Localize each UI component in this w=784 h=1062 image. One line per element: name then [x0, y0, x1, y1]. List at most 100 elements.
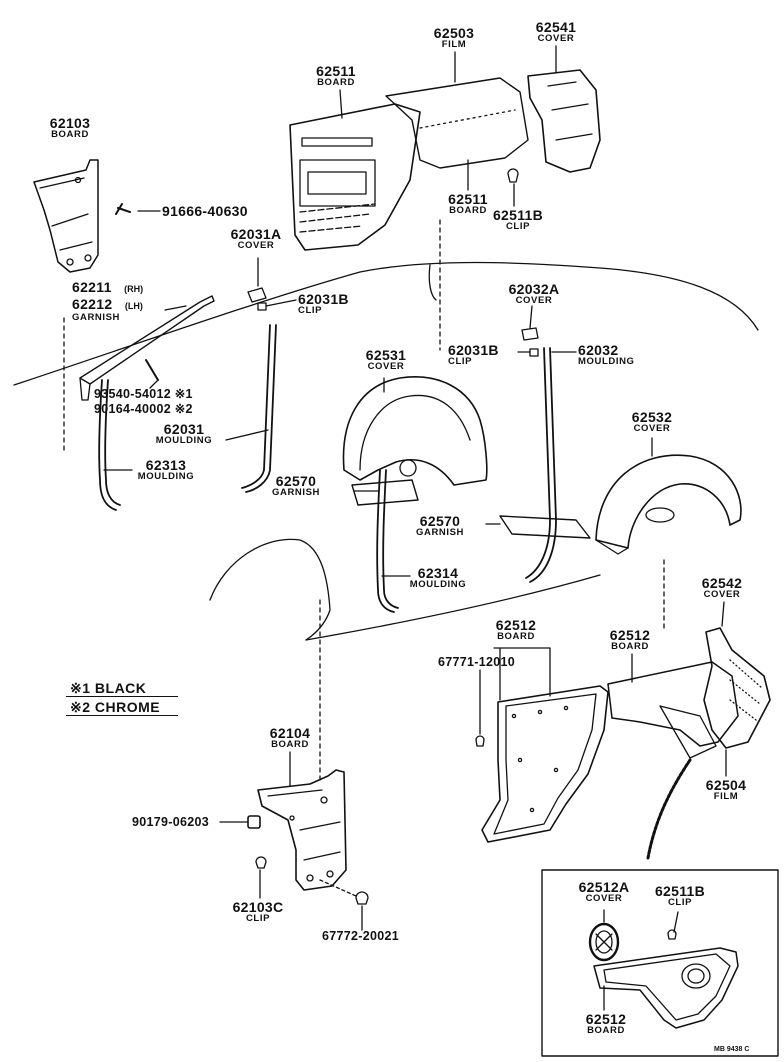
part-62104-board	[257, 769, 347, 891]
part-number: 62542	[701, 575, 743, 591]
part-name: CLIP	[245, 913, 271, 924]
label-91666: 91666-40630	[162, 203, 248, 219]
part-name: COVER	[703, 589, 741, 600]
part-62314-moulding	[376, 469, 399, 613]
label-62511B-top: 62511B CLIP	[493, 208, 543, 232]
label-62104: 62104 BOARD	[270, 726, 310, 750]
part-number: 62031B	[448, 342, 499, 358]
part-number: 62103	[49, 115, 91, 131]
part-name: GARNISH	[271, 487, 321, 498]
part-62032A-cover	[521, 327, 539, 341]
part-name: CLIP	[505, 221, 531, 232]
part-67771-clip	[475, 735, 485, 747]
part-name: BOARD	[611, 641, 649, 652]
part-name: FILM	[713, 791, 739, 802]
screw-91666	[115, 203, 131, 215]
label-62512-b: 62512 BOARD	[610, 628, 650, 652]
part-name: BOARD	[271, 739, 309, 750]
part-number: 62511B	[492, 207, 544, 223]
part-number: 62103C	[232, 899, 284, 915]
part-90179-nut	[247, 815, 261, 829]
part-name: COVER	[585, 893, 623, 904]
part-62541-cover	[527, 69, 601, 173]
part-name: GARNISH	[415, 527, 465, 538]
part-name: BOARD	[449, 205, 487, 216]
label-62541: 62541 COVER	[536, 20, 576, 44]
part-62512A-cover	[588, 922, 620, 962]
part-62570-garnish-left	[351, 479, 419, 506]
label-62512-inset: 62512 BOARD	[586, 1012, 626, 1036]
label-62212: 62212 (LH) GARNISH	[72, 297, 143, 323]
part-number: 62031	[163, 421, 205, 437]
part-62503-film	[385, 77, 529, 169]
label-62313: 62313 MOULDING	[138, 458, 195, 482]
leader-93540	[149, 379, 159, 389]
label-62031A: 62031A COVER	[231, 227, 282, 251]
label-67772: 67772-20021	[322, 929, 399, 943]
part-62211-garnish	[79, 295, 215, 401]
label-62103: 62103 BOARD	[50, 116, 90, 140]
label-62511-top: 62511 BOARD	[316, 64, 356, 88]
label-62031B-right: 62031B CLIP	[448, 343, 499, 367]
part-number: 62570	[419, 513, 461, 529]
label-62032: 62032 MOULDING	[578, 343, 635, 367]
dash-67772	[319, 879, 357, 897]
label-62511B-inset: 62511B CLIP	[655, 884, 705, 908]
part-62542-cover	[703, 627, 771, 749]
label-62031B-left: 62031B CLIP	[298, 292, 349, 316]
part-number: 62031B	[298, 291, 349, 307]
label-62211: 62211 (RH)	[72, 280, 143, 296]
part-62512-board-inset	[593, 947, 739, 1029]
part-62511B-clip	[507, 168, 519, 183]
part-number: 62031A	[230, 226, 282, 242]
side-indicator: (LH)	[124, 301, 143, 311]
arrow-to-inset	[646, 758, 692, 860]
part-number: 62314	[417, 565, 459, 581]
part-number: 62032	[578, 342, 619, 358]
screw-93540	[145, 359, 159, 381]
leader-62511-top	[339, 89, 343, 119]
label-62314: 62314 MOULDING	[410, 566, 467, 590]
label-62531: 62531 COVER	[366, 348, 406, 372]
part-name: COVER	[367, 361, 405, 372]
label-62103C: 62103C CLIP	[233, 900, 284, 924]
part-62031B-clip-right	[529, 348, 539, 357]
part-62031B-clip	[257, 302, 267, 311]
part-62032-moulding	[525, 347, 557, 583]
rocker-line	[305, 574, 601, 641]
part-name: GARNISH	[72, 312, 121, 323]
label-67771: 67771-12010	[438, 655, 515, 669]
part-number: 62211	[72, 279, 112, 295]
drawing-code: MB 9438 C	[714, 1046, 750, 1053]
part-number: 62512	[495, 617, 537, 633]
label-90164: 90164-40002 ※2	[94, 402, 193, 416]
part-62532-cover	[595, 454, 742, 555]
legend-underline	[66, 715, 178, 716]
part-name: FILM	[441, 39, 467, 50]
part-name: BOARD	[317, 77, 355, 88]
leader-62031	[225, 429, 269, 441]
part-62531-cover	[342, 376, 488, 486]
label-62512A: 62512A COVER	[579, 880, 630, 904]
label-90179: 90179-06203	[132, 815, 209, 829]
label-62542: 62542 COVER	[702, 576, 742, 600]
part-name: BOARD	[587, 1025, 625, 1036]
rear-wheel-arch	[209, 538, 331, 641]
part-number: 62504	[705, 777, 747, 793]
part-name: COVER	[537, 33, 575, 44]
part-62031A-cover	[247, 287, 267, 303]
part-name: COVER	[515, 295, 553, 306]
label-62532: 62532 COVER	[632, 410, 672, 434]
part-number: 62532	[631, 409, 673, 425]
part-62512-board-left	[481, 685, 609, 843]
part-name: BOARD	[51, 129, 89, 140]
label-62032A: 62032A COVER	[509, 282, 560, 306]
part-number: 62512	[585, 1011, 627, 1027]
side-indicator: (RH)	[124, 284, 144, 294]
label-62570-left: 62570 GARNISH	[272, 474, 320, 498]
part-number: 62511	[316, 63, 356, 79]
label-93540: 93540-54012 ※1	[94, 387, 193, 401]
label-62504: 62504 FILM	[706, 778, 746, 802]
door-edge	[428, 264, 437, 301]
